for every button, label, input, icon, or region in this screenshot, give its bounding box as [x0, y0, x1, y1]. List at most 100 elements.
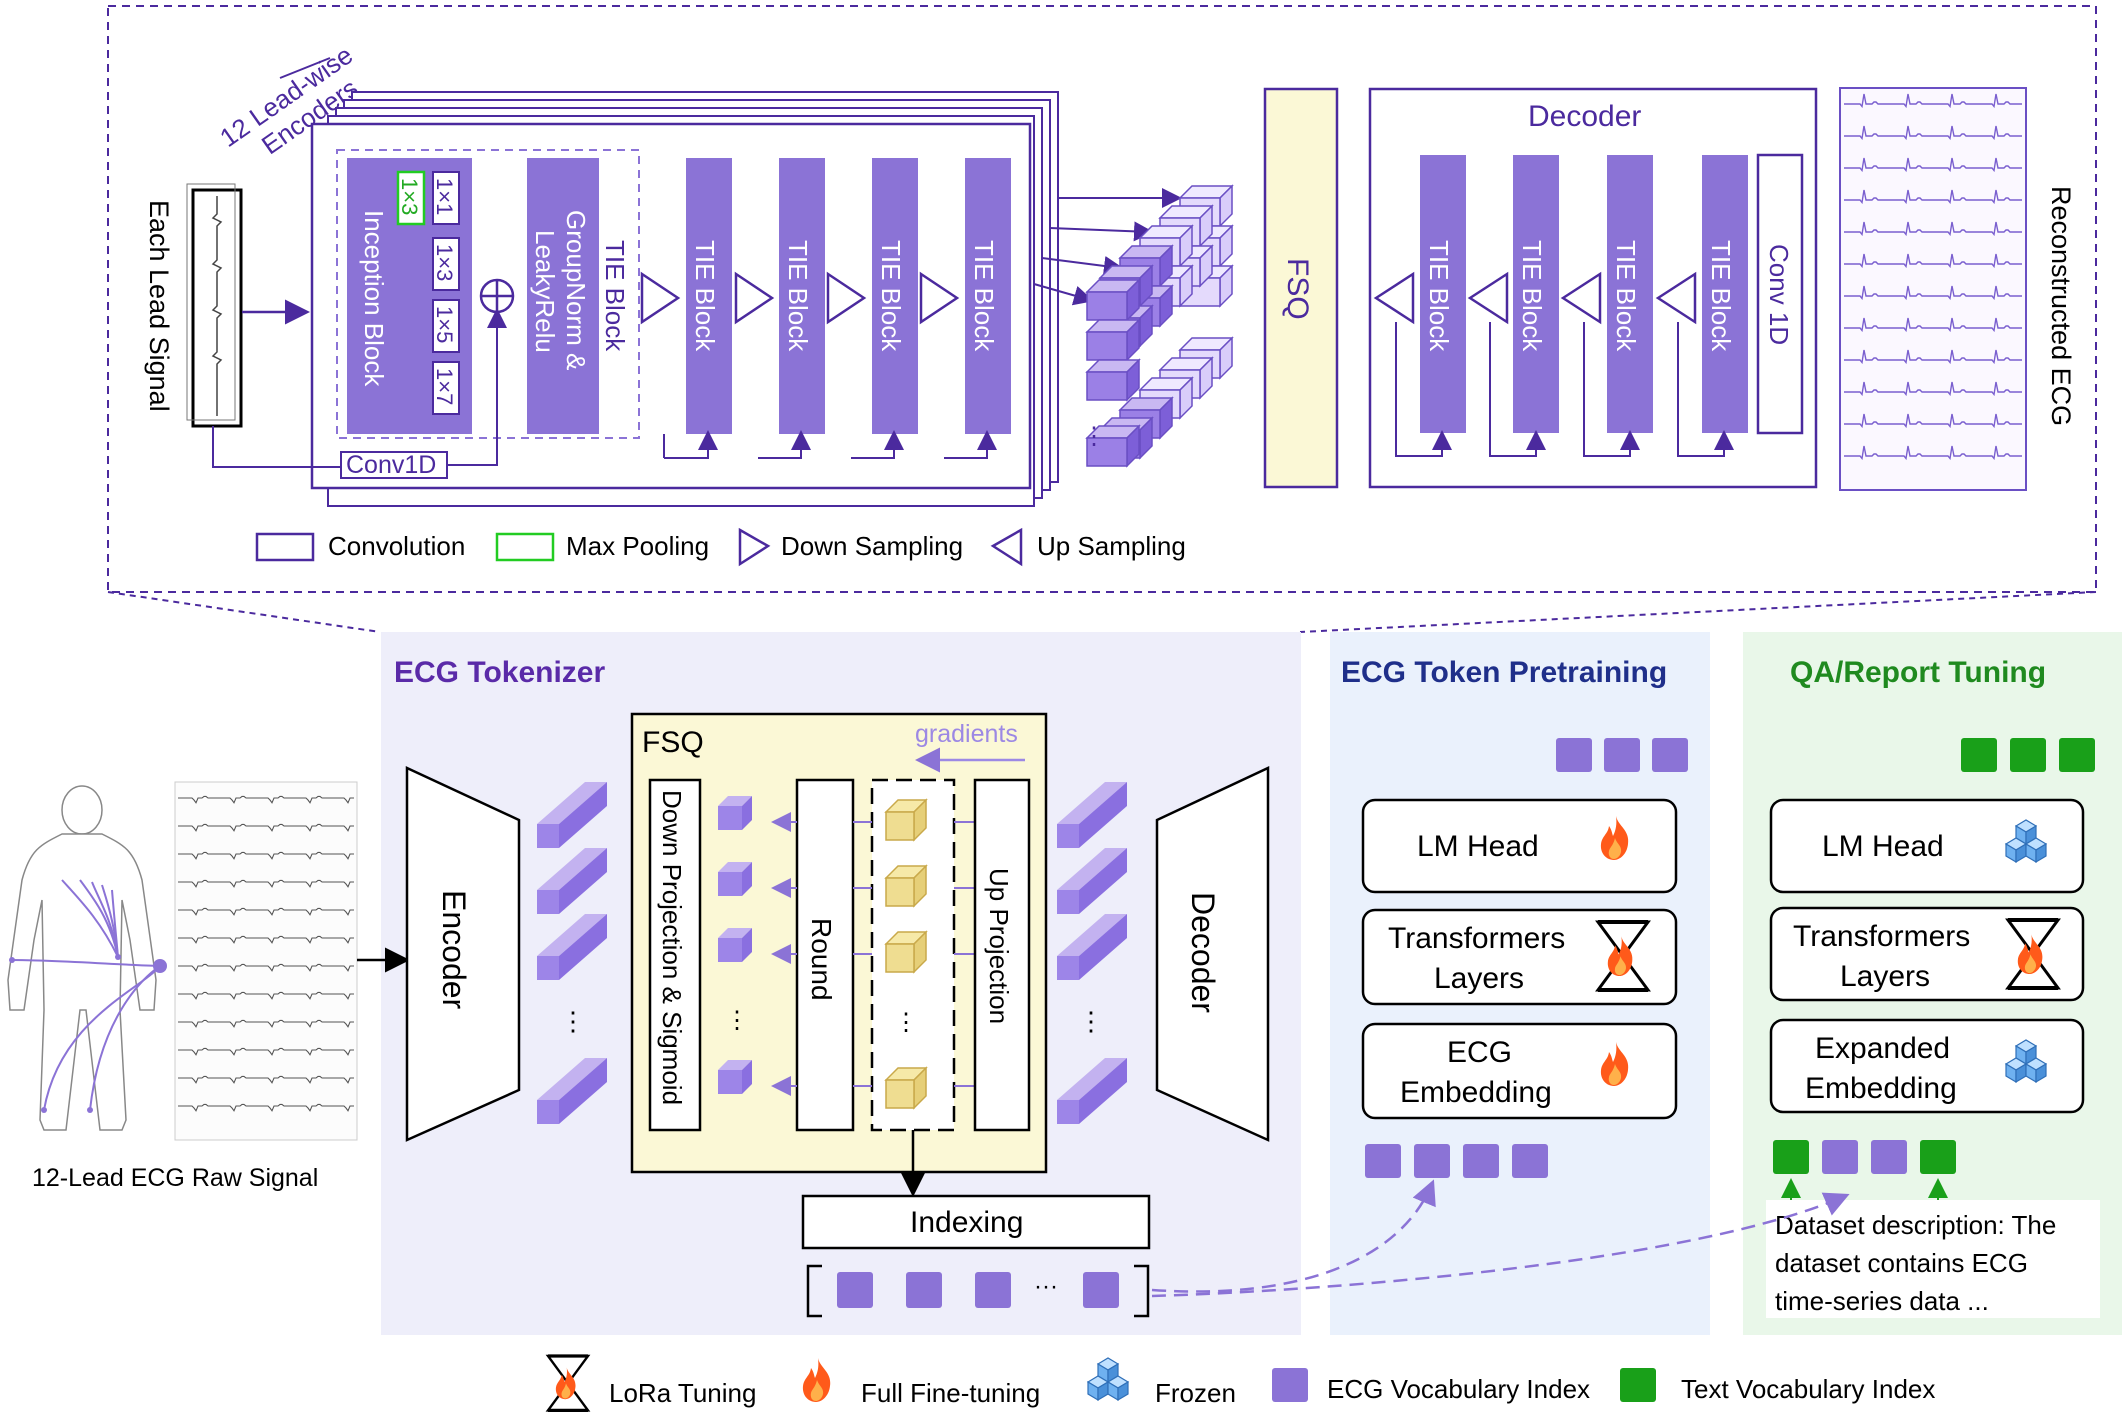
kernel-1x7 — [432, 361, 460, 415]
fsq-small-tokens: ⋮ — [718, 796, 752, 1094]
kernel-1x3-label: 1×3 — [432, 244, 457, 281]
index-token-ellipsis: ··· — [1034, 1273, 1058, 1300]
groupnorm-label-2: LeakyRelu — [530, 230, 560, 353]
encoder-output-tokens: ⋮ — [537, 782, 607, 1124]
dec-tie-block-1-label: TIE Block — [1424, 240, 1454, 352]
down-sampling-icon — [826, 271, 867, 325]
dec-tie-block-4-label: TIE Block — [1706, 240, 1736, 352]
tie-block-group-label: TIE Block — [600, 240, 630, 352]
kernel-1x5-label: 1×5 — [432, 306, 457, 343]
up-projection-block — [973, 778, 1031, 1132]
legend-frozen: Frozen — [1155, 1378, 1236, 1408]
decoder-tie-blocks: TIE Block TIE Block TIE Block TIE Block … — [1373, 153, 1804, 457]
quantized-ellipsis: ⋮ — [894, 1009, 918, 1036]
top-legend: Convolution Max Pooling Down Sampling Up… — [255, 527, 1186, 567]
raw-ecg-grid — [174, 781, 358, 1141]
fire-icon — [802, 1358, 831, 1402]
bottom-legend: LoRa Tuning Full Fine-tuning Frozen ECG … — [546, 1354, 1935, 1413]
fsq-label-top: FSQ — [1281, 258, 1314, 320]
reconstructed-ecg-label: Reconstructed ECG — [2046, 186, 2076, 426]
decoder-label: Decoder — [1185, 892, 1221, 1013]
inception-block-label: Inception Block — [359, 210, 389, 387]
legend-text-vocab: Text Vocabulary Index — [1681, 1374, 1935, 1404]
frozen-ice-icon — [1087, 1357, 1129, 1401]
tuning-transformers-label-1: Transformers — [1793, 920, 1970, 953]
indexing-block — [801, 1194, 1151, 1250]
dataset-desc-line3: time-series data ... — [1775, 1286, 1989, 1316]
tie-block-3-label: TIE Block — [876, 240, 906, 352]
indexing-label: Indexing — [910, 1206, 1023, 1239]
legend-ecg-vocab: ECG Vocabulary Index — [1327, 1374, 1590, 1404]
legend-full-finetuning: Full Fine-tuning — [861, 1378, 1040, 1408]
tuning-embedding-label-1: Expanded — [1815, 1032, 1950, 1065]
tie-block-4 — [965, 158, 1011, 434]
ecg-index-tokens: ··· — [806, 1264, 1150, 1318]
decoder-token-ellipsis: ⋮ — [1078, 1006, 1104, 1036]
tie-block-group — [336, 149, 640, 439]
dataset-desc-line2: dataset contains ECG — [1775, 1248, 2028, 1278]
down-sampling-icon — [640, 271, 681, 325]
pretraining-output-tokens — [1556, 738, 1688, 772]
down-sampling-icon — [734, 271, 775, 325]
up-sampling-icon — [1373, 271, 1415, 325]
legend-up-sampling: Up Sampling — [1037, 531, 1186, 561]
single-lead-thumbnail — [186, 183, 243, 428]
kernel-pool-1x3 — [396, 170, 426, 226]
cube-ellipsis: ⋮ — [1082, 423, 1106, 450]
dataset-description-box — [1766, 1200, 2100, 1318]
pretrain-embedding-label-2: Embedding — [1400, 1076, 1552, 1109]
kernel-1x5 — [432, 299, 460, 353]
fsq-block-top — [1263, 87, 1339, 489]
decoder-label-top: Decoder — [1528, 100, 1641, 133]
groupnorm-label-1: GroupNorm & — [561, 210, 591, 370]
tuning-output-tokens — [1961, 738, 2095, 772]
quantized-tokens: ⋮ — [885, 799, 927, 1109]
decoder-block — [1155, 766, 1270, 1142]
dec-tie-block-1 — [1420, 155, 1466, 433]
up-sampling-icon — [1467, 271, 1509, 325]
encoder-block — [405, 766, 521, 1142]
tuning-lm-head — [1769, 798, 2085, 894]
gradients-label: gradients — [915, 720, 1018, 748]
dec-tie-block-2-label: TIE Block — [1517, 240, 1547, 352]
latent-cube-stack: ⋮ — [1082, 185, 1233, 467]
pretrain-transformers-label-1: Transformers — [1388, 922, 1565, 955]
kernel-pool-1x3-label: 1×3 — [397, 178, 422, 215]
groupnorm-block — [527, 158, 599, 434]
pretrain-ecg-embedding — [1361, 1022, 1678, 1120]
tie-block-1 — [686, 158, 732, 434]
tuning-transformers — [1769, 906, 2085, 1002]
tuning-transformers-label-2: Layers — [1840, 960, 1930, 993]
kernel-1x3 — [432, 237, 460, 291]
tie-block-3 — [872, 158, 918, 434]
tuning-title: QA/Report Tuning — [1790, 656, 2046, 689]
pretraining-title: ECG Token Pretraining — [1341, 656, 1667, 689]
add-icon — [479, 278, 515, 314]
up-projection-label: Up Projection — [984, 868, 1014, 1024]
dec-tie-block-3 — [1607, 155, 1653, 433]
legend-lora: LoRa Tuning — [609, 1378, 756, 1408]
conv-1d-label: Conv 1D — [1764, 244, 1794, 345]
down-sampling-icon — [919, 271, 960, 325]
encoder-token-ellipsis: ⋮ — [560, 1006, 586, 1036]
tie-block-2-label: TIE Block — [783, 240, 813, 352]
pretrain-lm-head-label: LM Head — [1417, 830, 1539, 863]
ecg-tokenizer-title: ECG Tokenizer — [394, 656, 605, 689]
tie-block-4-label: TIE Block — [969, 240, 999, 352]
down-projection-label: Down Projection & Sigmoid — [657, 790, 687, 1105]
tie-block-1-label: TIE Block — [690, 240, 720, 352]
kernel-1x1 — [432, 171, 460, 225]
fsq-small-ellipsis: ⋮ — [725, 1007, 749, 1034]
legend-convolution: Convolution — [328, 531, 465, 561]
pretraining-input-tokens — [1365, 1144, 1548, 1178]
down-projection-block — [648, 778, 702, 1132]
dec-tie-block-2 — [1513, 155, 1559, 433]
up-sampling-icon — [1560, 271, 1602, 325]
kernel-1x7-label: 1×7 — [432, 368, 457, 405]
dec-tie-block-4 — [1702, 155, 1748, 433]
reconstructed-ecg-grid — [1839, 87, 2027, 491]
top-detail-panel — [107, 5, 2097, 593]
each-lead-signal-label: Each Lead Signal — [144, 200, 174, 412]
conv1d-residual — [340, 451, 448, 479]
